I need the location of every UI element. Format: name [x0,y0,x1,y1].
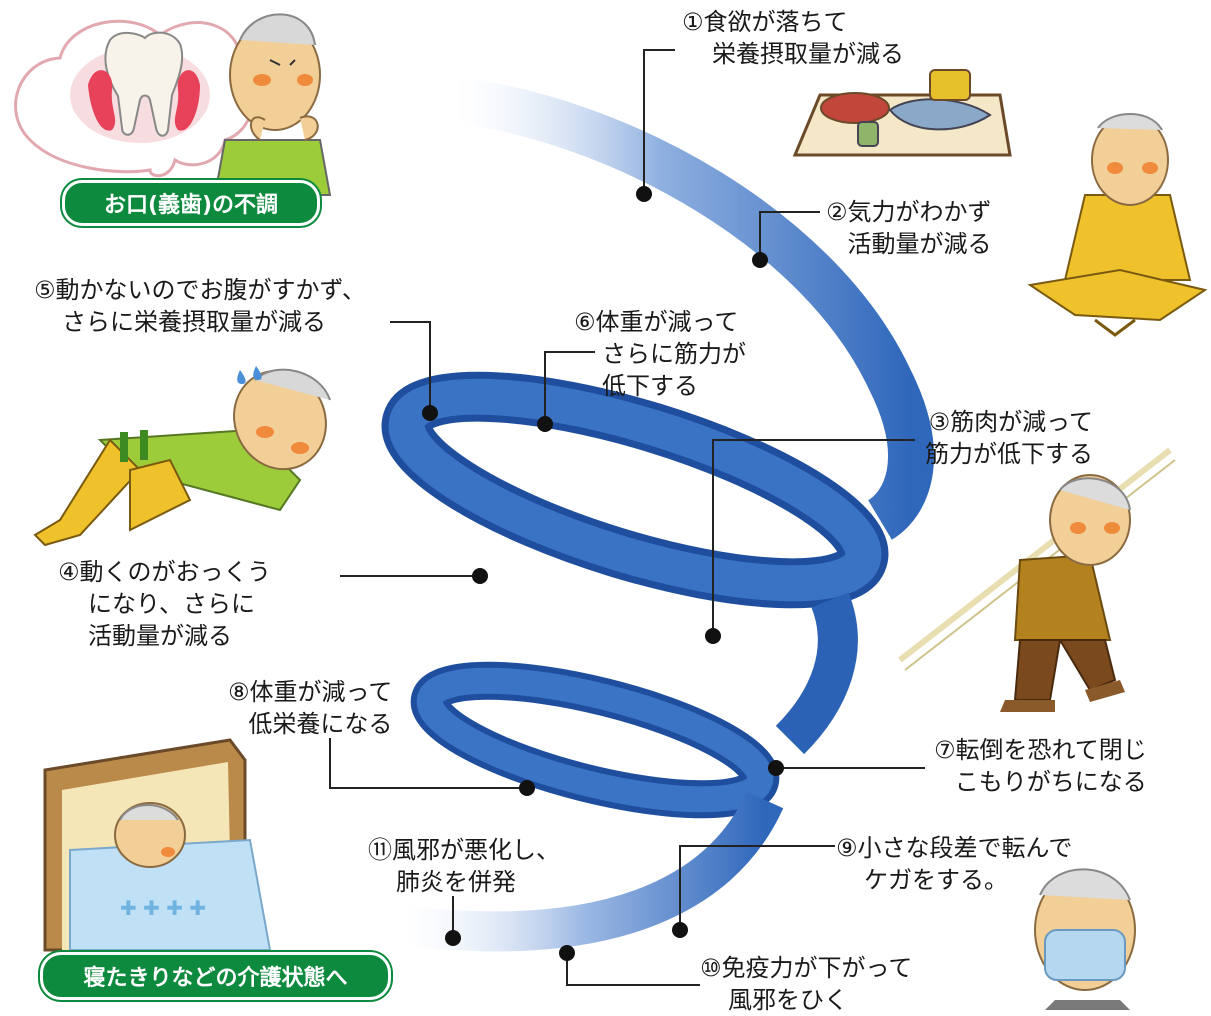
connector-dots [422,186,784,961]
cane-man-icon [898,447,1176,712]
mask-icon [1044,929,1126,981]
step-4-label: ④動くのがおっくう になり、さらに 活動量が減る [58,558,272,650]
connectors [329,49,925,986]
meal-tray-icon [792,69,1012,157]
step-8-label: ⑧体重が減って 低栄養になる [228,678,393,738]
mask-man-icon [1034,868,1136,1010]
step-2-label: ②気力がわかず 活動量が減る [826,198,992,258]
tooth-thought-cloud [14,13,332,196]
step-6-label: ⑥体重が減って さらに筋力が 低下する [574,308,746,400]
step-11-label: ⑪風邪が悪化し、 肺炎を併発 [368,836,560,896]
tooth-icon [88,31,200,137]
step-7-label: ⑦転倒を恐れて閉じ こもりがちになる [934,736,1147,796]
step-5-label: ⑤動かないのでお腹がすかず、 さらに栄養摂取量が減る [34,276,366,336]
step-9-label: ⑨小さな段差で転んで ケガをする。 [836,834,1073,894]
step-10-label: ⑩免疫力が下がって 風邪をひく [700,954,913,1014]
oral-trouble-badge: お口(義歯)の不調 [62,180,320,226]
bed-icon: ✚ ✚ ✚ ✚ [43,738,272,952]
svg-text:✚ ✚ ✚ ✚: ✚ ✚ ✚ ✚ [120,896,206,920]
crawling-man-icon [33,366,331,547]
spiral-ribbon [381,77,934,952]
step-3-label: ③筋肉が減って 筋力が低下する [925,408,1093,468]
step-1-label: ①食欲が落ちて 栄養摂取量が減る [682,8,904,68]
sitting-man-icon [1027,113,1208,337]
bedridden-badge: 寝たきりなどの介護状態へ [40,952,391,1000]
